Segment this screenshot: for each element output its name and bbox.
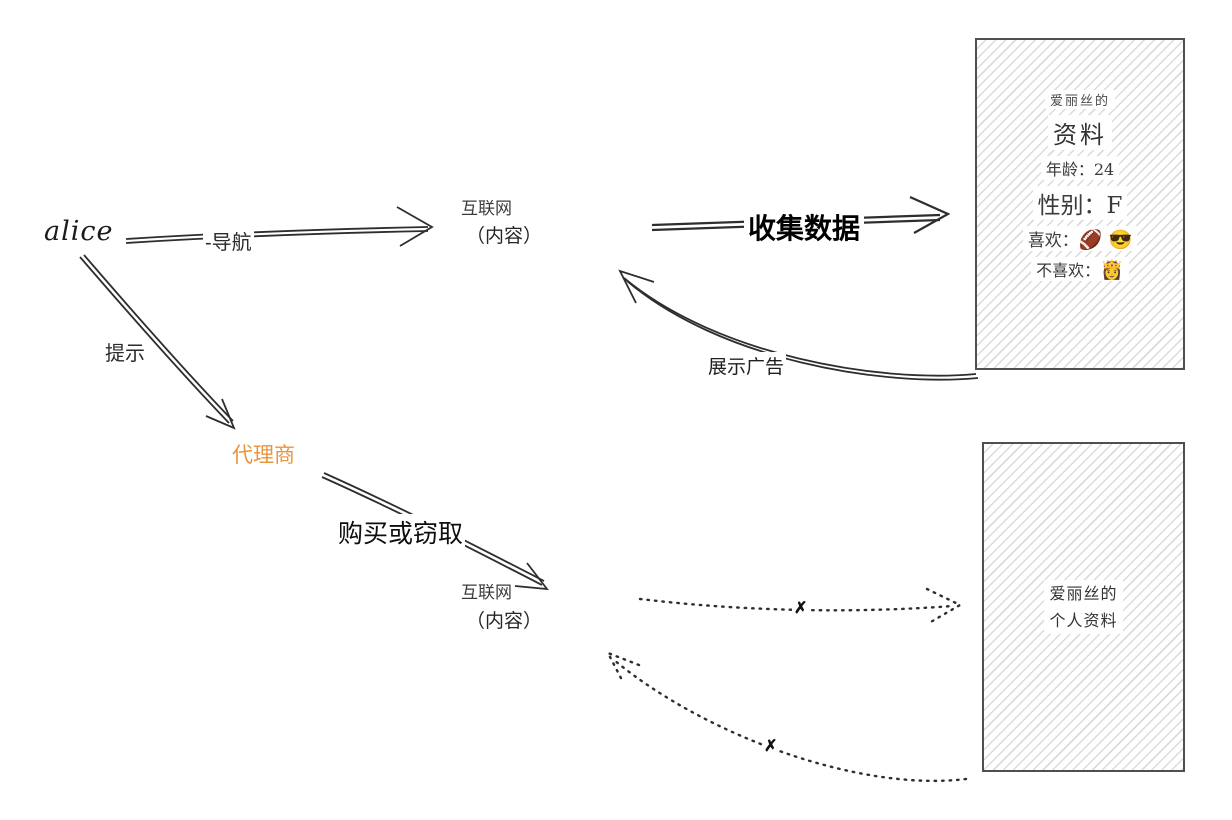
buy-or-steal-edge-label: 购买或窃取	[336, 514, 466, 550]
profile-dislikes-row: 不喜欢：👸	[1031, 257, 1129, 281]
show-ads-edge-label: 展示广告	[706, 352, 787, 379]
collect-data-edge-label: 收集数据	[744, 207, 865, 247]
navigate-edge-label: -导航	[203, 226, 254, 255]
prompt-edge-label: 提示	[103, 337, 147, 366]
internet-top-node: 互联网	[461, 199, 512, 218]
gender-value: F	[1106, 193, 1123, 219]
profile-owner-label: 爱丽丝的	[1044, 90, 1115, 109]
blocked-x-mark-bottom: ✗	[762, 736, 780, 755]
profile-title: 资料	[1048, 115, 1112, 150]
internet-top-subtitle: （内容）	[466, 226, 543, 247]
age-value: 24	[1093, 160, 1115, 179]
profile-gender-row: 性别：F	[1032, 186, 1128, 220]
gender-label: 性别：	[1037, 193, 1107, 219]
alice-profile-card: 爱丽丝的 资料 年龄：24 性别：F 喜欢：🏈 😎 不喜欢：👸	[975, 38, 1185, 370]
profile-likes-row: 喜欢：🏈 😎	[1022, 226, 1138, 251]
show-ads-arrow	[618, 269, 979, 381]
age-label: 年龄：	[1045, 160, 1094, 179]
personal-profile-line1: 爱丽丝的	[1049, 583, 1118, 603]
personal-profile-line2: 个人资料	[1049, 611, 1118, 630]
navigate-arrow	[125, 206, 434, 247]
dislikes-label: 不喜欢：	[1036, 261, 1101, 280]
personal-profile-text: 爱丽丝的 个人资料	[1044, 579, 1123, 635]
blocked-x-mark-top: ✗	[792, 598, 810, 617]
blocked-arrow-top	[638, 587, 963, 625]
internet-bottom-node: 互联网	[461, 578, 512, 603]
profile-age-row: 年龄：24	[1040, 156, 1120, 180]
alice-personal-profile-card: 爱丽丝的 个人资料	[982, 442, 1185, 772]
blocked-arrow-bottom	[605, 650, 968, 783]
internet-bottom-subtitle: （内容）	[466, 606, 543, 633]
alice-node: alice	[44, 216, 114, 247]
prompt-arrow	[79, 254, 236, 430]
dislikes-emoji: 👸	[1100, 259, 1124, 281]
likes-label: 喜欢：	[1027, 231, 1079, 251]
likes-emoji: 🏈 😎	[1078, 229, 1133, 251]
agent-node: 代理商	[232, 444, 295, 467]
